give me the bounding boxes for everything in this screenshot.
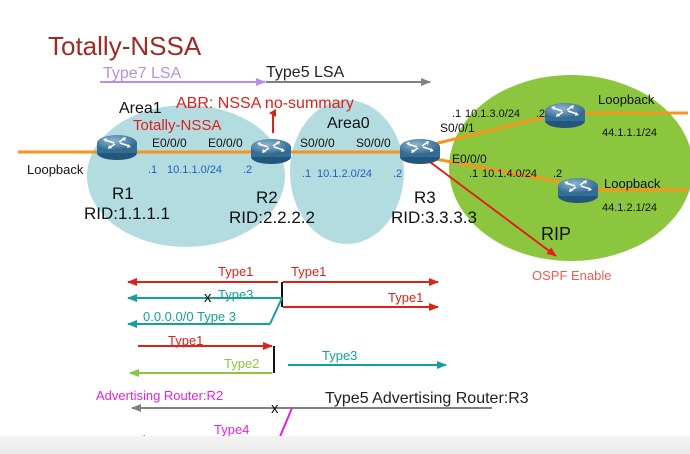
down-rt-host-label: .2 [553,168,562,180]
net-up-label: 10.1.3.0/24 [465,108,520,120]
area0-label: Area0 [327,115,370,132]
flow-row6-right-label: Type5 Advertising Router:R3 [325,390,529,407]
r2-host-label: .2 [243,164,252,176]
page-title: Totally-NSSA [48,31,202,61]
r3-s01-label: S0/0/1 [440,121,475,135]
ospf-enable-arrow [429,161,557,257]
router-r3-icon[interactable] [399,138,441,165]
r2-s0-label: S0/0/0 [300,136,335,150]
flow-row6-left-label: Advertising Router:R2 [96,388,223,403]
r2-name: R2 [256,188,278,207]
rip-zone [449,75,690,261]
router-r2-icon[interactable] [250,138,292,165]
flow-row5-left-label: Type2 [224,356,259,371]
area1-zone [87,105,285,247]
rip-router-bottom-icon[interactable] [557,177,599,204]
r1-name: R1 [112,184,134,203]
flow-row7-label: Type4 [214,422,249,437]
flow-row1-left-label: Type1 [218,264,253,279]
r1-rid: RID:1.1.1.1 [84,204,170,223]
flow-row3-connector [269,297,283,325]
net-down-label: 10.1.4.0/24 [482,168,537,180]
down-r3-host-label: .1 [469,168,478,180]
net-r2r3-label: 10.1.2.0/24 [317,168,372,180]
r3s-host-label: .2 [393,168,402,180]
flow-row1-right-label: Type1 [291,264,326,279]
loopback-left-label: Loopback [27,162,84,177]
flow-row3-left-label: 0.0.0.0/0 Type 3 [143,309,236,324]
r2-e0-label: E0/0/0 [208,136,243,150]
net-r1r2-label: 10.1.1.0/24 [167,164,222,176]
area0-zone [290,100,404,244]
rip-router-top-icon[interactable] [544,102,586,129]
link-r3-up [429,115,546,147]
ospf-enable-label: OSPF Enable [532,268,612,283]
type7-legend-label: Type7 LSA [103,65,182,82]
flow-row6-x-mark: x [271,400,279,417]
link-r3-down [429,156,561,184]
r3-e0-label: E0/0/0 [452,152,487,166]
rip-label: RIP [541,224,571,244]
loopback-top-net: 44.1.1.1/24 [602,127,657,139]
area1-label: Area1 [119,100,162,117]
loopback-bottom-net: 44.1.2.1/24 [602,202,657,214]
flow-row4-label: Type1 [168,333,203,348]
r3-name: R3 [414,188,436,207]
flow-row5-right-label: Type3 [322,348,357,363]
flow-row2-x-mark: x [204,289,212,306]
loopback-bottom-label: Loopback [604,176,661,191]
up-r3-host-label: .1 [452,108,461,120]
abr-note: ABR: NSSA no-summary [176,95,354,112]
r1-host-label: .1 [148,164,157,176]
router-r1-icon[interactable] [96,134,138,161]
r2s-host-label: .1 [302,168,311,180]
r1-e0-label: E0/0/0 [152,136,187,150]
r2-rid: RID:2.2.2.2 [229,208,315,227]
r3-s0-label: S0/0/0 [356,136,391,150]
loopback-top-label: Loopback [598,92,655,107]
flow-row2-left-label: Type3 [218,287,253,302]
r3-rid: RID:3.3.3.3 [391,208,477,227]
up-rt-host-label: .2 [536,108,545,120]
bottom-band [0,436,690,454]
flow-row2-right-label: Type1 [388,290,423,305]
type5-legend-label: Type5 LSA [266,64,345,81]
area1-type-label: Totally-NSSA [133,117,221,134]
flow-row7-connector [278,407,293,440]
